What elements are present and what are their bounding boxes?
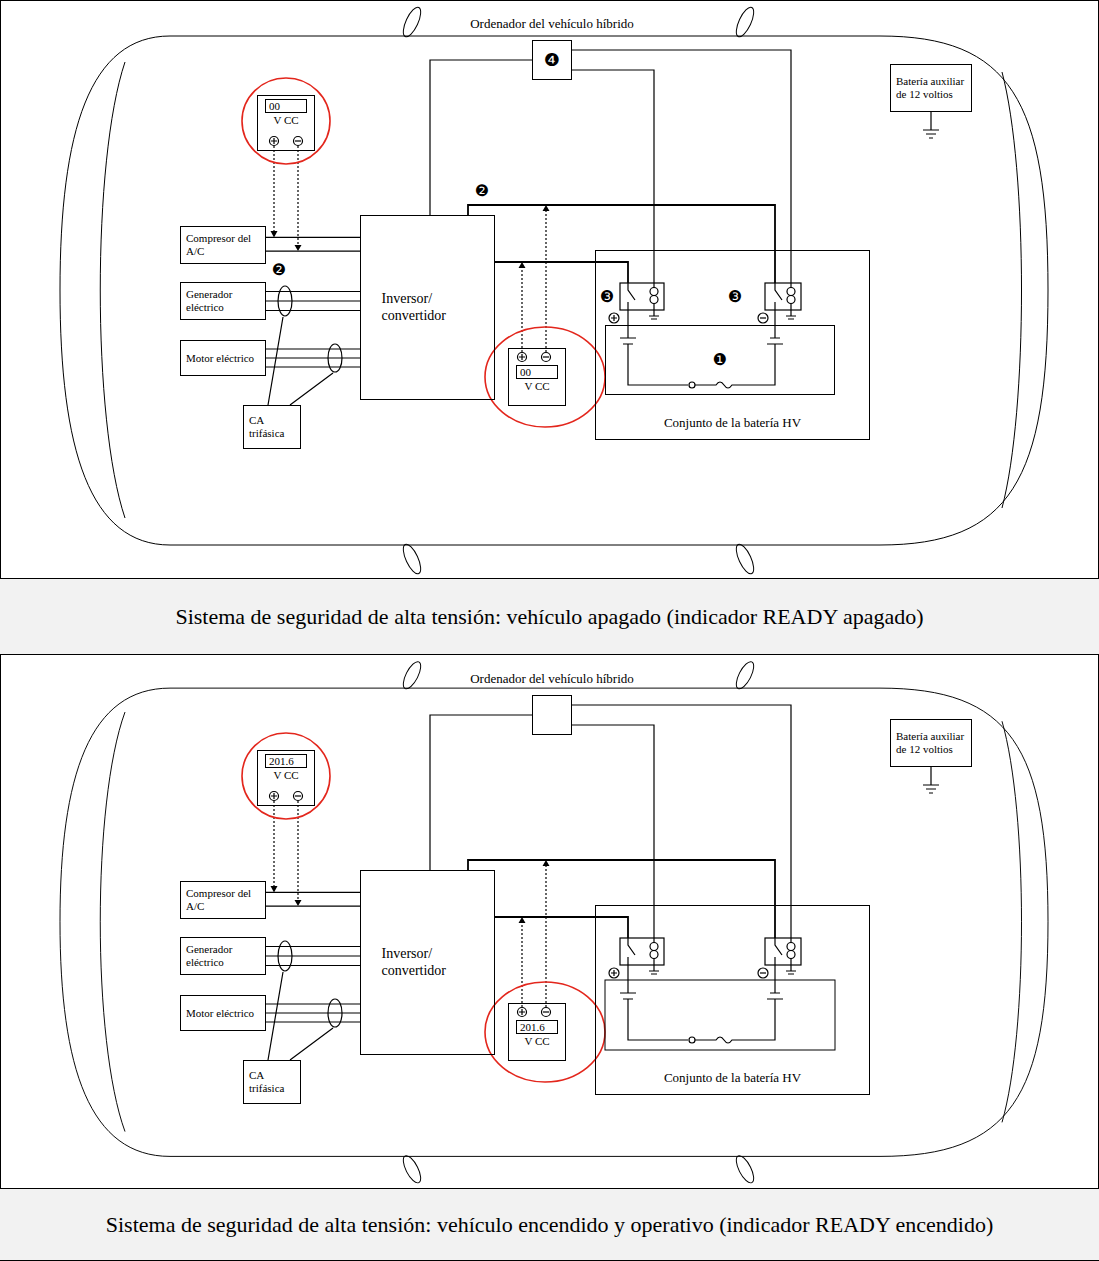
meter-reading: 00 [265, 99, 307, 113]
wire-connector [572, 725, 654, 905]
voltmeter: 00V CC [508, 348, 566, 406]
wire-connector [266, 310, 360, 311]
assembly-label: Conjunto de la batería HV [664, 415, 801, 431]
component-label: Inversor/ convertidor [382, 946, 474, 978]
component-label: CA trifásica [249, 1069, 295, 1094]
wire-connector [495, 261, 595, 263]
component-label: Compresor del A/C [186, 232, 260, 257]
callout-number: ❶ [713, 351, 727, 369]
heading-text: Ordenador del vehículo híbrido [470, 16, 634, 32]
wire-connector [430, 715, 532, 870]
wire-connector [468, 205, 775, 250]
controller-box: Ordenador del vehículo híbrido [532, 695, 572, 735]
component-label: Compresor del A/C [186, 887, 260, 912]
meter-reading: 00 [516, 365, 558, 379]
component-label: Generador eléctrico [186, 288, 260, 313]
wire-connector [266, 905, 360, 906]
component-box: Generador eléctrico [180, 937, 266, 975]
component-box: Compresor del A/C [180, 881, 266, 919]
wiring-illustration [242, 733, 939, 1082]
wire-connector [266, 1012, 360, 1013]
voltmeter: 00V CC [257, 95, 315, 151]
battery-box: Batería auxiliar de 12 voltios [890, 64, 972, 112]
wire-connector [468, 860, 775, 905]
callout-number: ❷ [272, 261, 286, 279]
wire-connector [266, 1003, 360, 1004]
caption-band: Sistema de seguridad de alta tensión: ve… [0, 1188, 1099, 1261]
wire-connector [495, 916, 595, 918]
callout-number: ❹ [544, 50, 560, 70]
inverter-box: Inversor/ convertidor [360, 215, 495, 400]
caption-band: Sistema de seguridad de alta tensión: ve… [0, 578, 1099, 655]
wire-connector [266, 955, 360, 956]
wire-connector [266, 357, 360, 358]
controller-box: Ordenador del vehículo híbrido❹ [532, 40, 572, 80]
component-label: Motor eléctrico [186, 1007, 254, 1020]
wiring-illustration [242, 78, 939, 427]
component-box: Compresor del A/C [180, 226, 266, 264]
meter-unit: V CC [524, 1035, 549, 1048]
component-label: Batería auxiliar de 12 voltios [896, 730, 966, 755]
wire-connector [266, 946, 360, 947]
wire-connector [266, 366, 360, 367]
meter-reading: 201.6 [265, 754, 307, 768]
wire-connector [430, 60, 532, 215]
car-outline [60, 660, 1048, 1185]
voltmeter: 201.6V CC [257, 750, 315, 806]
meter-reading: 201.6 [516, 1020, 558, 1034]
battery-cells: ❶ [605, 325, 835, 395]
component-box: Generador eléctrico [180, 282, 266, 320]
voltmeter: 201.6V CC [508, 1003, 566, 1061]
assembly-label: Conjunto de la batería HV [664, 1070, 801, 1086]
wire-connector [266, 251, 360, 252]
wire-connector [266, 237, 360, 238]
wire-connector [572, 70, 654, 250]
callout-number: ❸ [600, 288, 614, 306]
component-label: Motor eléctrico [186, 352, 254, 365]
battery-assembly: Conjunto de la batería HV ❶ [595, 250, 870, 440]
note-box: CA trifásica [243, 405, 301, 449]
inverter-box: Inversor/ convertidor [360, 870, 495, 1055]
battery-assembly: Conjunto de la batería HV [595, 905, 870, 1095]
component-label: Generador eléctrico [186, 943, 260, 968]
callout-number: ❸ [728, 288, 742, 306]
heading-text: Ordenador del vehículo híbrido [470, 671, 634, 687]
battery-cells [605, 980, 835, 1050]
car-outline [60, 5, 1048, 576]
wire-connector [266, 965, 360, 966]
component-label: CA trifásica [249, 414, 295, 439]
wire-connector [266, 892, 360, 893]
caption-text: Sistema de seguridad de alta tensión: ve… [106, 1210, 993, 1240]
meter-unit: V CC [273, 114, 298, 127]
wire-connector [266, 348, 360, 349]
note-box: CA trifásica [243, 1060, 301, 1104]
meter-unit: V CC [273, 769, 298, 782]
wire-connector [572, 705, 791, 905]
wire-connector [266, 300, 360, 301]
wire-connector [266, 291, 360, 292]
callout-number: ❷ [475, 182, 489, 200]
wire-connector [572, 50, 791, 250]
component-box: Motor eléctrico [180, 340, 266, 376]
battery-box: Batería auxiliar de 12 voltios [890, 719, 972, 767]
meter-unit: V CC [524, 380, 549, 393]
caption-text: Sistema de seguridad de alta tensión: ve… [175, 602, 923, 632]
component-label: Inversor/ convertidor [382, 291, 474, 323]
component-label: Batería auxiliar de 12 voltios [896, 75, 966, 100]
wire-connector [266, 1021, 360, 1022]
component-box: Motor eléctrico [180, 995, 266, 1031]
